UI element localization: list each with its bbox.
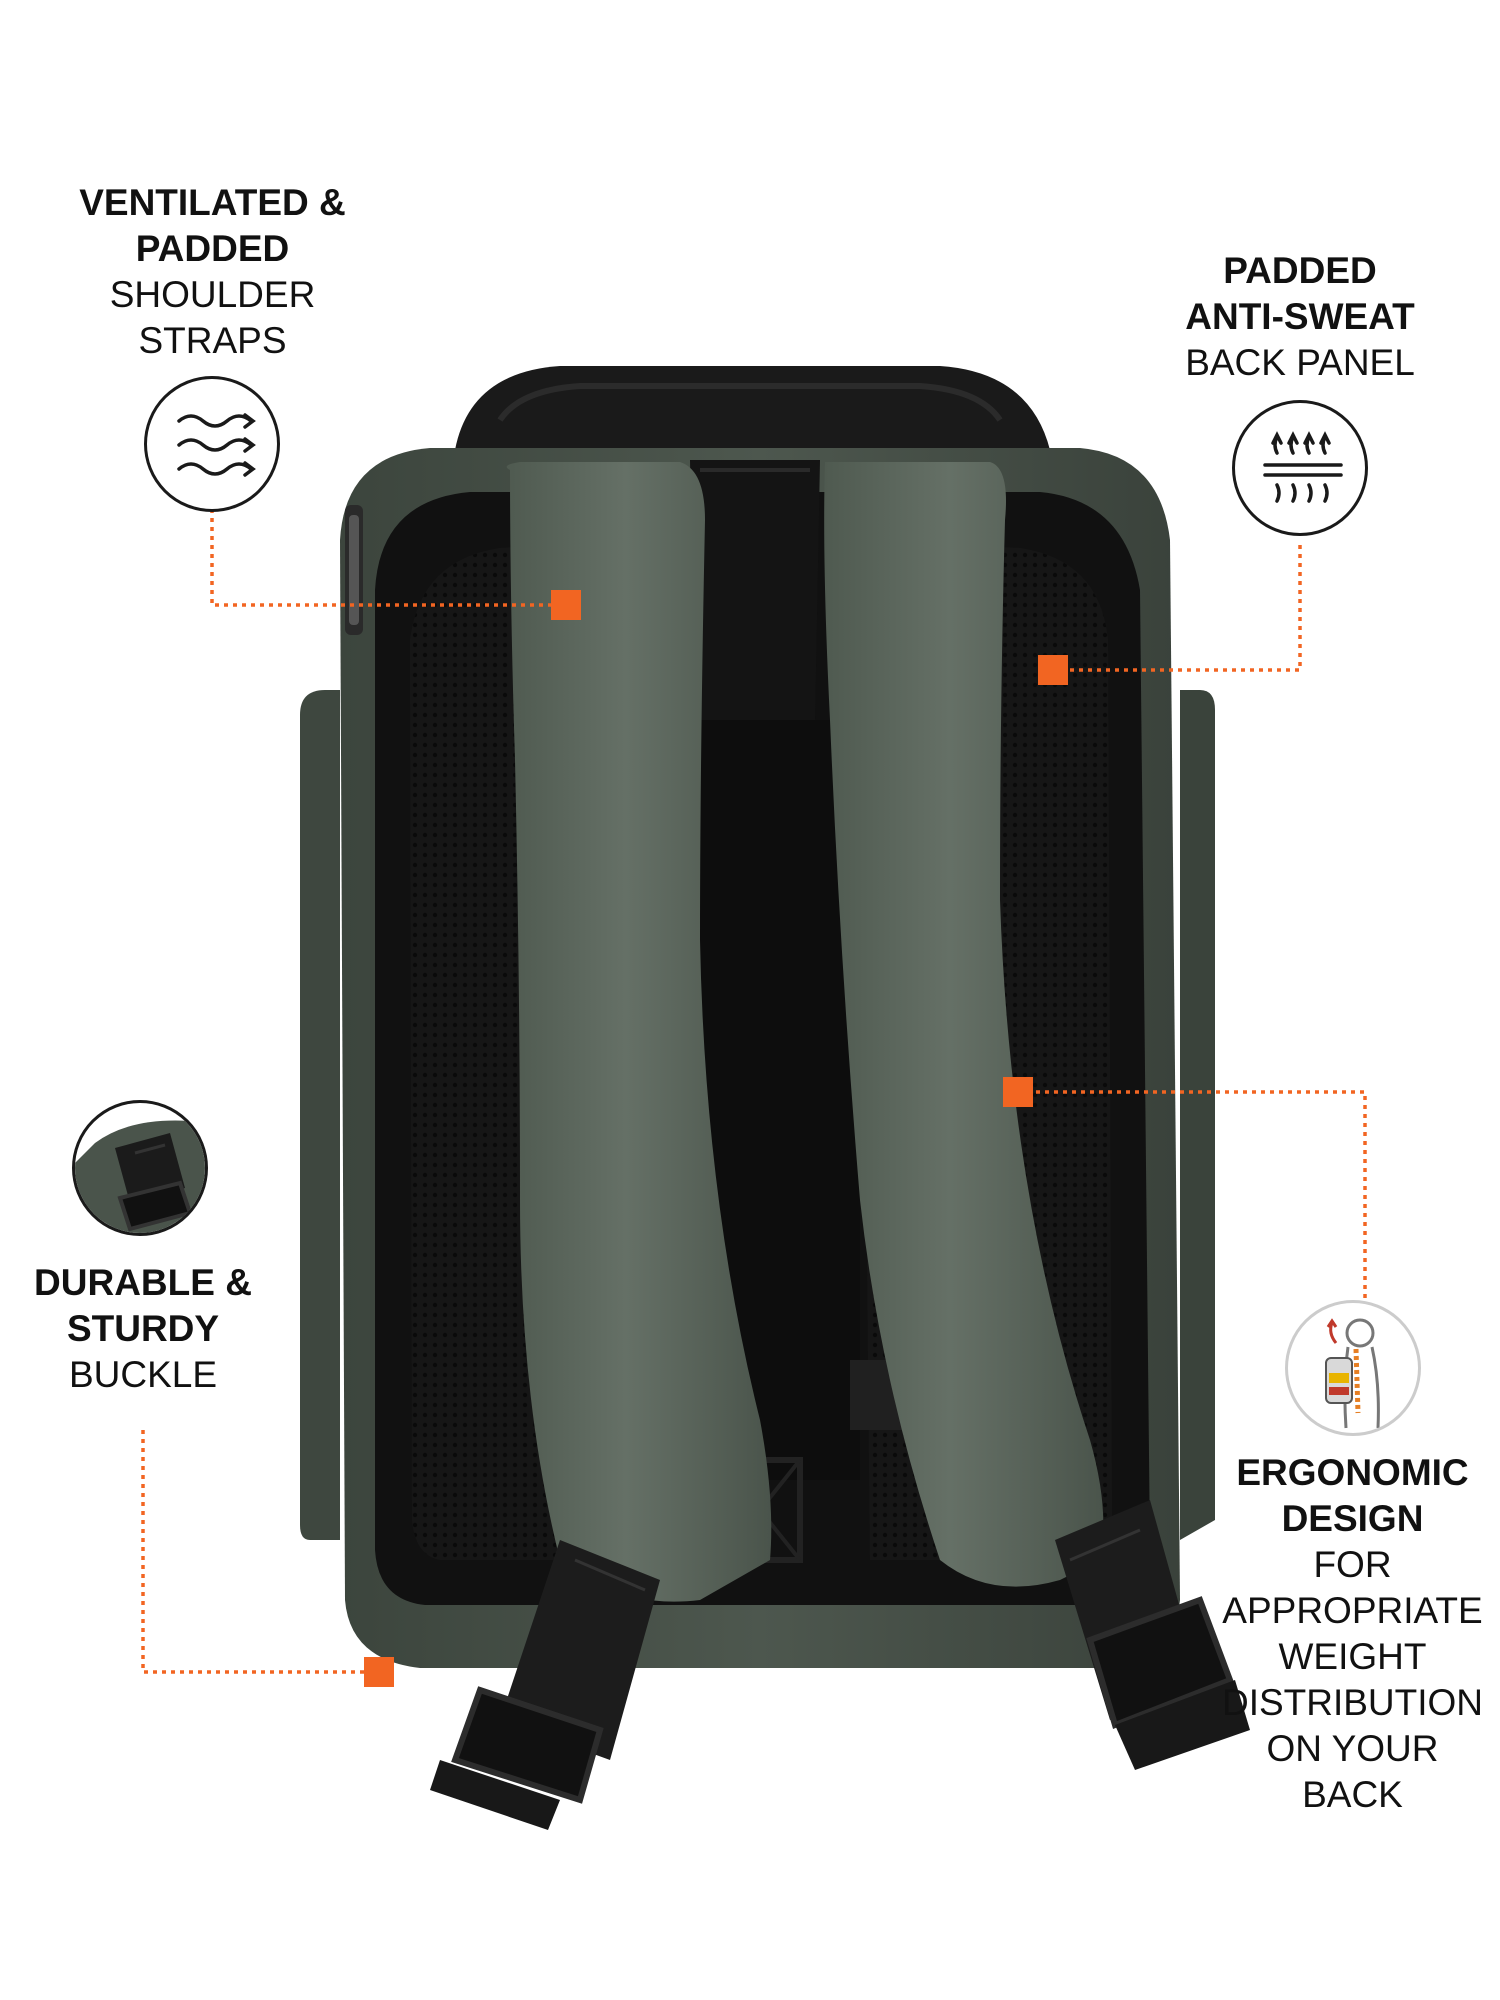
marker-buckle [364, 1657, 394, 1687]
callout-light-line: APPROPRIATE [1222, 1590, 1483, 1631]
callout-bold-line: PADDED [1223, 250, 1377, 291]
left-buckle [451, 1686, 604, 1804]
callout-bold-line: DESIGN [1281, 1498, 1424, 1539]
callout-bold-line: VENTILATED & [79, 182, 346, 223]
callout-light-line: BACK [1302, 1774, 1403, 1815]
marker-shoulder-strap [551, 590, 581, 620]
airflow-waves-icon [144, 376, 280, 512]
callout-bold-line: DURABLE & [34, 1262, 252, 1303]
callout-light-line: SHOULDER [109, 274, 316, 315]
callout-back-panel: PADDED ANTI-SWEAT BACK PANEL [1130, 248, 1470, 386]
callout-light-line: STRAPS [138, 320, 287, 361]
heat-vent-icon [1232, 400, 1368, 536]
connector-lines [141, 500, 1367, 1674]
callout-bold-line: ERGONOMIC [1236, 1452, 1469, 1493]
right-buckle [1086, 1596, 1234, 1729]
connector-shoulder [210, 500, 560, 607]
callout-light-line: ON YOUR [1266, 1728, 1439, 1769]
callout-ergonomic: ERGONOMIC DESIGN FOR APPROPRIATE WEIGHT … [1220, 1450, 1485, 1818]
callout-bold-line: PADDED [135, 228, 290, 269]
callout-buckle: DURABLE & STURDY BUCKLE [18, 1260, 268, 1398]
marker-back-panel [1038, 655, 1068, 685]
callout-bold-line: ANTI-SWEAT [1185, 296, 1415, 337]
right-shoulder-strap [824, 462, 1104, 1587]
callout-light-line: DISTRIBUTION [1221, 1682, 1484, 1723]
callout-shoulder-straps: VENTILATED & PADDED SHOULDER STRAPS [40, 180, 385, 364]
posture-figure-icon [1285, 1300, 1421, 1436]
side-pocket [300, 690, 340, 1540]
connector-buckle [141, 1430, 378, 1674]
callout-light-line: WEIGHT [1278, 1636, 1427, 1677]
callout-bold-line: STURDY [66, 1308, 220, 1349]
marker-ergonomic [1003, 1077, 1033, 1107]
callout-light-line: FOR [1313, 1544, 1392, 1585]
callout-light-line: BACK PANEL [1185, 342, 1415, 383]
left-shoulder-strap [506, 462, 772, 1602]
callout-light-line: BUCKLE [68, 1354, 218, 1395]
connector-back [1065, 545, 1302, 672]
left-strap-end [500, 1540, 660, 1760]
connector-ergonomic [1018, 1090, 1367, 1305]
buckle-closeup-icon [72, 1100, 208, 1236]
